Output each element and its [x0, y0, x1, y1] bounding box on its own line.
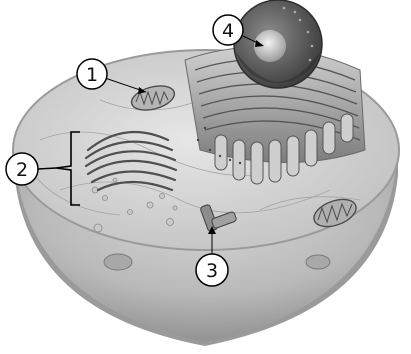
nucleus: [234, 0, 322, 88]
callout-4-number: 4: [222, 20, 234, 42]
lower-organelle-right: [306, 255, 330, 269]
callout-3-number: 3: [206, 260, 218, 282]
callout-2-number: 2: [16, 159, 28, 181]
lower-organelle-left: [104, 254, 132, 270]
callout-1-number: 1: [86, 64, 98, 86]
